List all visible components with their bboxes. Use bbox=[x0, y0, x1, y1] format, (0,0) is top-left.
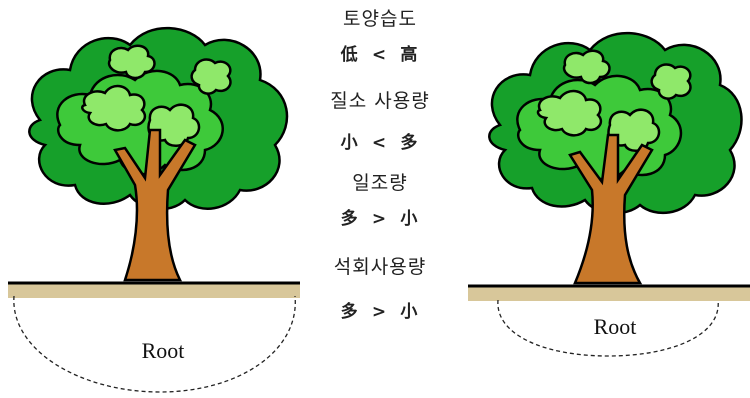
compare-nitrogen-use: 小 < 多 bbox=[300, 128, 460, 153]
compare-soil-moisture: 低 < 高 bbox=[300, 40, 460, 65]
compare-right-value: 多 bbox=[400, 133, 420, 153]
left-soil-band bbox=[8, 284, 300, 298]
left-root-zone bbox=[13, 295, 296, 393]
left-tree-illustration: Root bbox=[8, 26, 300, 393]
compare-left-value: 多 bbox=[340, 302, 360, 322]
comparison-column: 토양습도 低 < 高 질소 사용량 小 < 多 일조량 多 > 小 석회사용량 … bbox=[300, 0, 460, 398]
compare-operator: < bbox=[371, 45, 389, 65]
compare-operator: > bbox=[371, 209, 389, 229]
compare-left-value: 低 bbox=[340, 45, 360, 65]
compare-sunlight: 多 > 小 bbox=[300, 204, 460, 229]
label-soil-moisture: 토양습도 bbox=[343, 8, 417, 30]
right-tree-trunk bbox=[568, 133, 654, 285]
left-root-label: Root bbox=[142, 338, 185, 363]
left-tree-trunk bbox=[113, 128, 197, 282]
compare-right-value: 小 bbox=[400, 302, 420, 322]
compare-lime-use: 多 > 小 bbox=[300, 297, 460, 322]
right-tree-illustration: Root bbox=[468, 31, 750, 357]
compare-right-value: 高 bbox=[400, 45, 420, 65]
right-root-zone bbox=[497, 299, 719, 357]
compare-left-value: 多 bbox=[340, 209, 360, 229]
right-soil-band bbox=[468, 287, 750, 301]
compare-operator: > bbox=[371, 302, 389, 322]
label-lime-use: 석회사용량 bbox=[333, 256, 427, 278]
label-nitrogen-use: 질소 사용량 bbox=[330, 90, 430, 112]
left-tree-canopy bbox=[28, 26, 289, 211]
compare-right-value: 小 bbox=[400, 209, 420, 229]
label-sunlight: 일조량 bbox=[352, 172, 408, 194]
right-root-label: Root bbox=[594, 314, 637, 339]
compare-operator: < bbox=[371, 133, 389, 153]
compare-left-value: 小 bbox=[340, 133, 360, 153]
